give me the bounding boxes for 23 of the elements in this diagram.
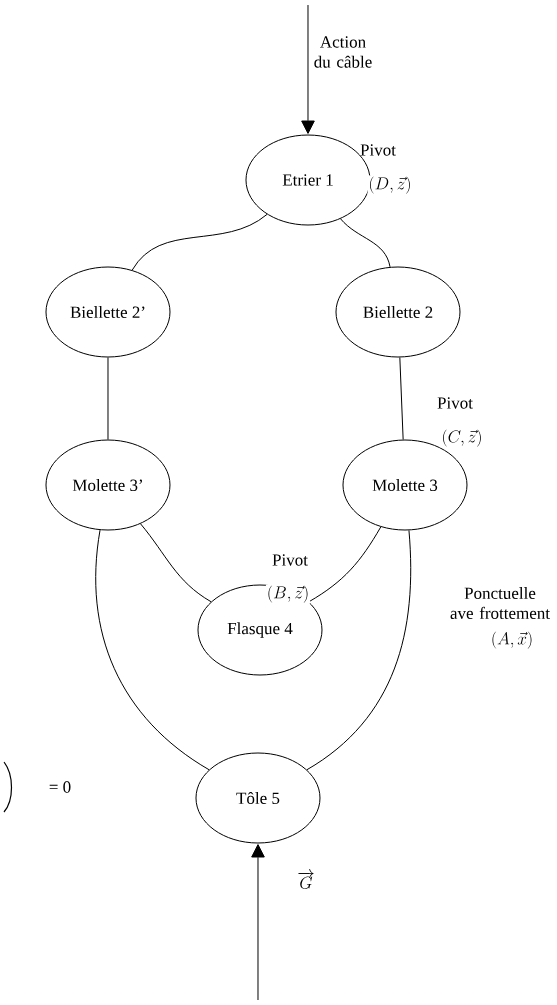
ellipse-node: Tôle 5 — [195, 752, 321, 844]
connector-line — [306, 529, 412, 771]
formula-label: $\overrightarrow{G}$ — [298, 868, 314, 889]
connector-line — [308, 526, 382, 603]
arrow — [301, 4, 315, 134]
connector-line — [131, 213, 268, 271]
ellipse-node: Biellette 2’ — [45, 266, 171, 358]
connector-line — [340, 218, 391, 268]
ellipse-node: Molette 3’ — [45, 439, 171, 531]
formula-label: $\left(A,\vec{x}\right)$ — [492, 631, 532, 649]
arrow — [251, 844, 265, 1001]
joint-label: Ponctuelle ave frottement — [450, 587, 550, 619]
ellipse-node: Biellette 2 — [335, 266, 461, 358]
joint-label: = 0 — [49, 781, 71, 793]
joint-label: Pivot — [360, 144, 396, 156]
connector-line — [107, 357, 109, 440]
connector-line — [140, 523, 212, 603]
connector-line — [399, 357, 404, 441]
formula-label: $\left(B,\vec{z}\right)$ — [268, 585, 308, 603]
connector-line — [95, 529, 210, 771]
joint-label: Pivot — [272, 554, 308, 566]
joint-label: Pivot — [437, 397, 473, 409]
edge-label: Action du câble — [314, 36, 372, 68]
